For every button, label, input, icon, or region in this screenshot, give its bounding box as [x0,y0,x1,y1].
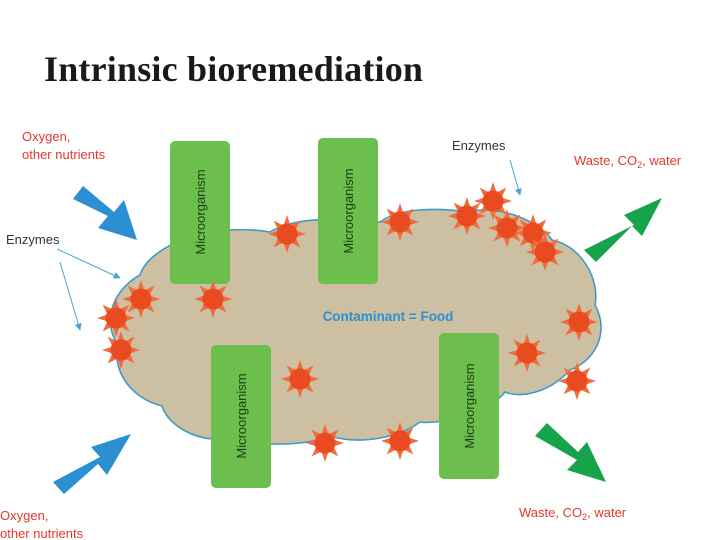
sun-burst-icon [281,360,319,398]
sun-burst-icon [194,280,232,318]
enzymes-label-top: Enzymes [452,138,506,153]
microorganism-box [439,333,499,479]
enzymes-label-left: Enzymes [6,232,60,247]
blue-arrow-icon [73,186,137,240]
sun-burst-icon [381,422,419,460]
sun-burst-icon [488,209,526,247]
inputs-label-bottom: Oxygen, other nutrients [0,508,84,540]
sun-burst-icon [526,233,564,271]
microorganism-label: Microorganism [341,168,356,253]
blue-arrow-icon [53,434,131,494]
microorganism-label: Microorganism [193,169,208,254]
green-arrow-icon [584,198,662,262]
microorganism-box [211,345,271,488]
sun-burst-icon [97,299,135,337]
microorganism-label: Microorganism [234,373,249,458]
outputs-label-bottom: Waste, CO2, water [519,505,627,522]
sun-burst-icon [508,334,546,372]
sun-burst-icon [268,215,306,253]
microorganism-label: Microorganism [462,363,477,448]
sun-burst-icon [560,303,598,341]
slide-title: Intrinsic bioremediation [44,49,424,89]
sun-burst-icon [381,203,419,241]
sun-burst-icon [558,362,596,400]
inputs-label-top: Oxygen, other nutrients [22,129,106,162]
sun-burst-icon [102,331,140,369]
contaminant-label: Contaminant = Food [323,309,454,324]
microorganism-box [170,141,230,284]
sun-burst-icon [306,424,344,462]
microorganism-box [318,138,378,284]
green-arrow-icon [535,423,606,482]
outputs-label-top: Waste, CO2, water [574,153,682,170]
sun-burst-icon [122,280,160,318]
